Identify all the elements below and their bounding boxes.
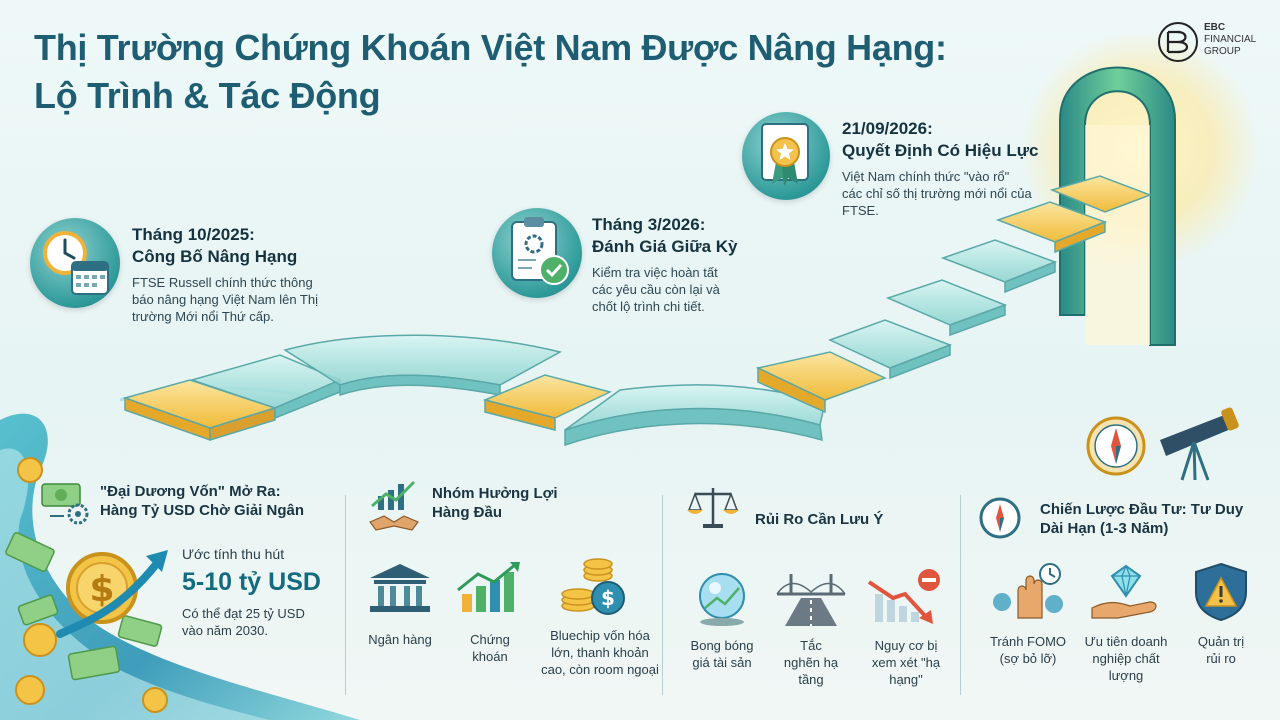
risk-label-downgrade: Nguy cơ bị xem xét "hạ hạng" xyxy=(871,638,941,687)
capital-estimate-label: Ước tính thu hút xyxy=(182,546,285,562)
page-title: Thị Trường Chứng Khoán Việt Nam Được Nân… xyxy=(34,24,1034,120)
compass-small-icon xyxy=(979,497,1021,539)
divider-3 xyxy=(960,495,961,695)
milestone-2: Tháng 3/2026: Đánh Giá Giữa Kỳ Kiểm tra … xyxy=(492,208,782,318)
risk-label-bubble: Bong bóng giá tài sản xyxy=(690,638,754,670)
milestone-1: Tháng 10/2025: Công Bố Nâng Hạng FTSE Ru… xyxy=(30,218,320,338)
strategy-label-risk: Quản trị rủi ro xyxy=(1197,634,1245,666)
milestone-2-heading: Đánh Giá Giữa Kỳ xyxy=(592,237,738,256)
capital-section: "Đại Dương Vốn" Mở Ra: Hàng Tỷ USD Chờ G… xyxy=(0,470,340,720)
strategy-section: Chiến Lược Đầu Tư: Tư Duy Dài Hạn (1-3 N… xyxy=(970,470,1275,720)
milestone-3-date: 21/09/2026: xyxy=(842,119,933,138)
milestone-2-desc: Kiểm tra việc hoàn tất các yêu cầu còn l… xyxy=(592,265,720,314)
scales-icon xyxy=(687,488,739,528)
compass-icon xyxy=(1086,416,1146,476)
telescope-icon xyxy=(1160,407,1239,481)
bubble-icon xyxy=(699,573,745,626)
money-gear-icon xyxy=(41,483,89,525)
strategy-item-fomo: Tránh FOMO (sợ bỏ lỡ) xyxy=(980,562,1076,667)
risk-item-bubble: Bong bóng giá tài sản xyxy=(681,566,763,671)
strategy-item-quality: Ưu tiên doanh nghiệp chất lượng xyxy=(1078,562,1174,684)
warning-shield-icon xyxy=(1195,562,1247,622)
logo-line3: GROUP xyxy=(1204,46,1241,57)
clipboard-check-icon xyxy=(492,208,582,298)
milestone-1-desc: FTSE Russell chính thức thông báo nâng h… xyxy=(132,275,318,324)
strategy-label-fomo: Tránh FOMO (sợ bỏ lỡ) xyxy=(989,634,1067,666)
milestone-2-date: Tháng 3/2026: xyxy=(592,215,706,234)
capital-future-text: Có thể đạt 25 tỷ USD vào năm 2030. xyxy=(182,606,305,638)
title-line2: Lộ Trình & Tác Động xyxy=(34,75,381,116)
beneficiary-label-bank: Ngân hàng xyxy=(368,632,432,647)
logo-line2: FINANCIAL xyxy=(1204,34,1257,45)
risks-section: Rủi Ro Cần Lưu Ý Bong bóng giá tài sản T… xyxy=(675,470,955,720)
title-line1: Thị Trường Chứng Khoán Việt Nam Được Nân… xyxy=(34,27,947,68)
bank-icon xyxy=(370,564,430,612)
beneficiary-item-bank: Ngân hàng xyxy=(360,560,440,648)
divider-2 xyxy=(662,495,663,695)
compass-telescope-illustration xyxy=(1086,407,1239,481)
handshake-growth-icon xyxy=(369,480,419,531)
strategy-label-quality: Ưu tiên doanh nghiệp chất lượng xyxy=(1084,634,1168,683)
strategy-title: Chiến Lược Đầu Tư: Tư Duy Dài Hạn (1-3 N… xyxy=(1040,501,1244,537)
ebc-logo-icon xyxy=(1158,22,1198,62)
logo-text: EBC FINANCIAL GROUP xyxy=(1204,22,1276,58)
capital-estimate-value: 5-10 tỷ USD xyxy=(182,568,321,596)
hand-stop-clock-icon xyxy=(993,563,1063,619)
beneficiary-item-bluechip: $ Bluechip vốn hóa lớn, thanh khoản cao,… xyxy=(540,556,660,678)
risk-item-downgrade: Nguy cơ bị xem xét "hạ hạng" xyxy=(861,566,951,688)
risks-title: Rủi Ro Cần Lưu Ý xyxy=(755,511,884,528)
dollar-coin-arrow-icon: $ xyxy=(56,550,168,638)
beneficiary-label-bluechip: Bluechip vốn hóa lớn, thanh khoản cao, c… xyxy=(541,628,659,677)
milestone-3-heading: Quyết Định Có Hiệu Lực xyxy=(842,141,1039,160)
divider-1 xyxy=(345,495,346,695)
risk-label-infrastructure: Tắc nghẽn hạ tầng xyxy=(783,638,839,687)
coin-stack-icon: $ xyxy=(561,558,625,615)
strategy-item-risk: Quản trị rủi ro xyxy=(1176,562,1266,667)
milestone-3-desc: Việt Nam chính thức "vào rổ" các chỉ số … xyxy=(842,169,1032,218)
capital-title-line2: Hàng Tỷ USD Chờ Giải Ngân xyxy=(100,502,305,519)
bar-chart-up-icon xyxy=(457,562,520,612)
down-chart-stop-icon xyxy=(867,569,940,624)
certificate-icon xyxy=(742,112,830,200)
milestone-1-date: Tháng 10/2025: xyxy=(132,225,255,244)
logo-line1: EBC xyxy=(1204,22,1226,33)
milestone-1-heading: Công Bố Nâng Hạng xyxy=(132,247,298,266)
clock-calendar-icon xyxy=(30,218,120,308)
beneficiaries-section: Nhóm Hưởng Lợi Hàng Đầu Ngân hàng Chứng … xyxy=(360,470,660,720)
bridge-icon xyxy=(776,574,846,626)
risk-item-infrastructure: Tắc nghẽn hạ tầng xyxy=(771,566,851,688)
beneficiary-item-securities: Chứng khoán xyxy=(450,560,530,665)
capital-title-line1: "Đại Dương Vốn" Mở Ra: xyxy=(100,483,281,500)
milestone-3: 21/09/2026: Quyết Định Có Hiệu Lực Việt … xyxy=(742,112,1062,222)
beneficiary-label-securities: Chứng khoán xyxy=(470,632,510,664)
svg-text:$: $ xyxy=(601,586,615,610)
company-logo: EBC FINANCIAL GROUP xyxy=(1152,16,1276,64)
diamond-hand-icon xyxy=(1091,564,1157,619)
beneficiaries-title: Nhóm Hưởng Lợi Hàng Đầu xyxy=(432,485,558,521)
